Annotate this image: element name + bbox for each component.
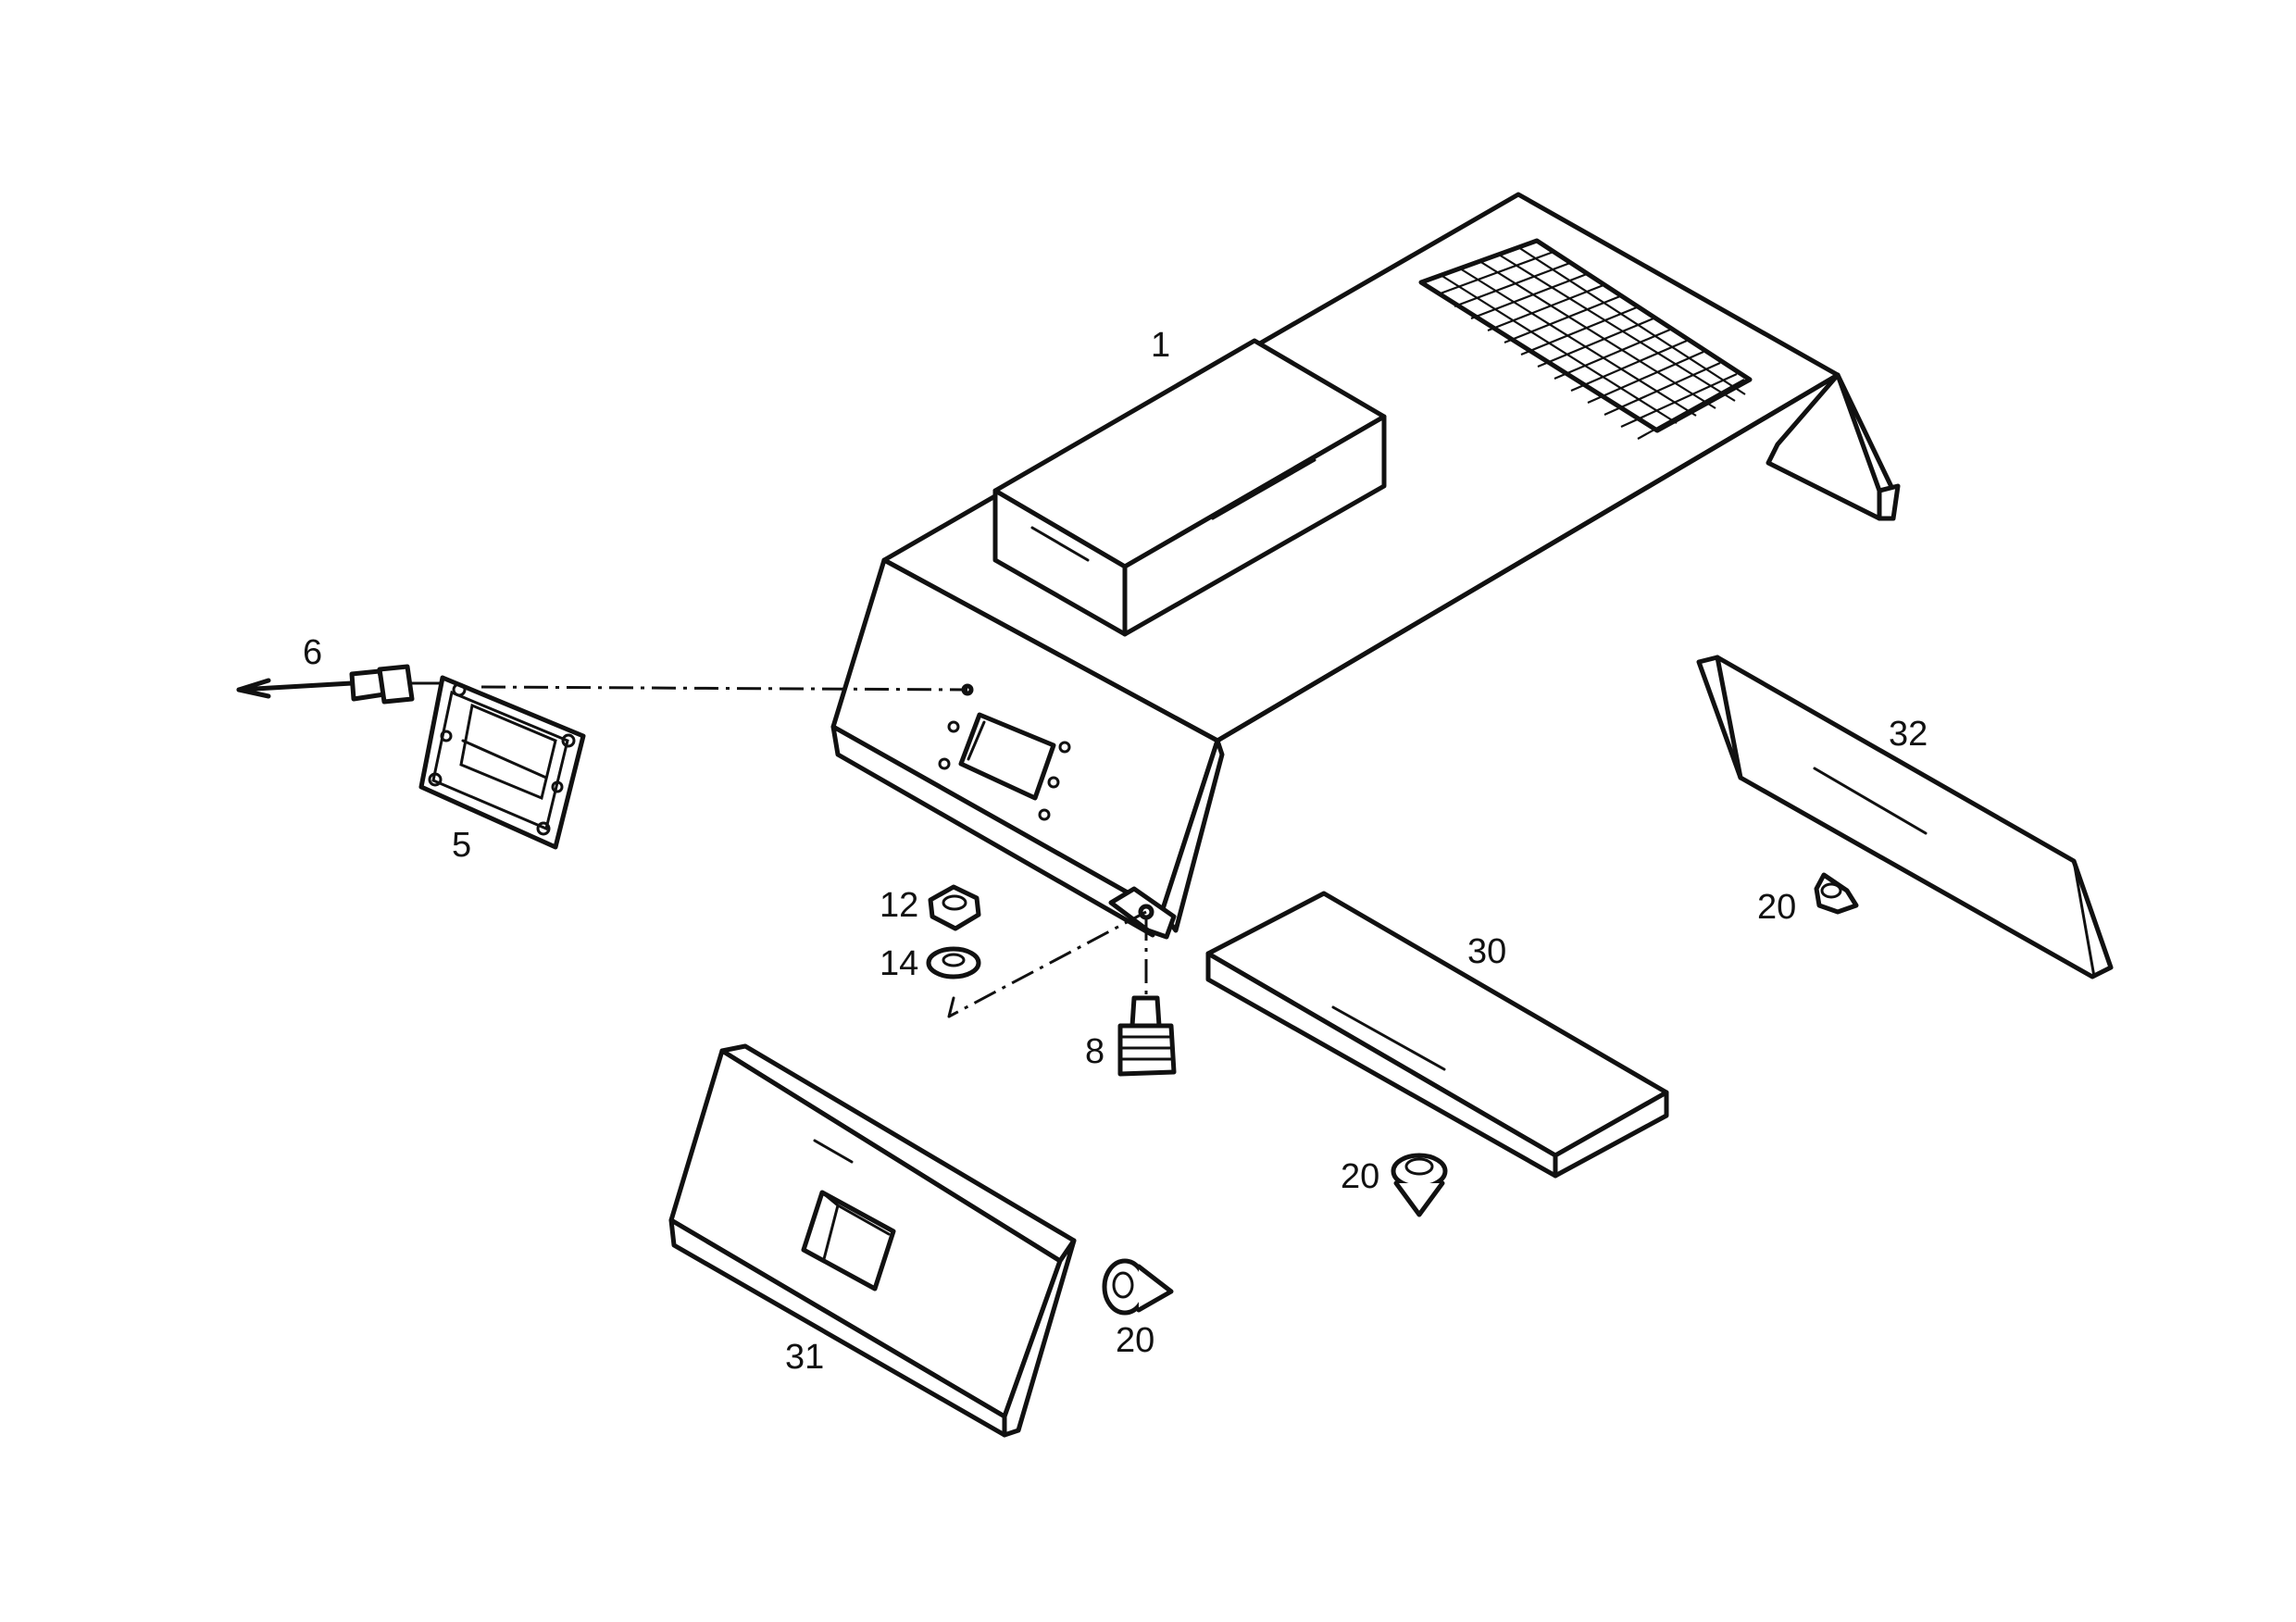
part-20-buffer-right: 20 <box>1757 872 1859 927</box>
callout-32: 32 <box>1889 715 1928 754</box>
part-20-buffer-left: 20 <box>1102 1258 1174 1360</box>
callout-5: 5 <box>452 826 471 865</box>
part-32-side-panel: 32 <box>1696 655 2114 979</box>
ventilation-grille <box>1418 238 1753 440</box>
callout-12: 12 <box>880 886 918 925</box>
callout-20-right: 20 <box>1757 888 1796 927</box>
part-12-nut: 12 <box>880 884 981 931</box>
callout-30: 30 <box>1467 932 1506 971</box>
alignment-line-nut <box>948 910 1147 1018</box>
part-31-front-panel: 31 <box>668 1043 1077 1438</box>
callout-14: 14 <box>880 944 918 983</box>
part-5-grip-plate: 5 <box>418 675 586 865</box>
alignment-line-pin <box>480 685 968 692</box>
callout-6: 6 <box>303 633 322 672</box>
callout-20-middle: 20 <box>1341 1157 1379 1196</box>
callout-31: 31 <box>785 1338 824 1377</box>
part-1-housing: 1 <box>830 192 1901 940</box>
part-8-bolt: 8 <box>1085 995 1177 1077</box>
part-30-panel: 30 <box>1205 891 1669 1179</box>
callout-20-left: 20 <box>1116 1321 1154 1360</box>
callout-8: 8 <box>1085 1032 1104 1071</box>
part-14-washer: 14 <box>880 944 981 983</box>
part-20-buffer-middle: 20 <box>1341 1153 1448 1217</box>
callout-1: 1 <box>1151 326 1170 365</box>
part-6-pin: 6 <box>236 633 455 705</box>
